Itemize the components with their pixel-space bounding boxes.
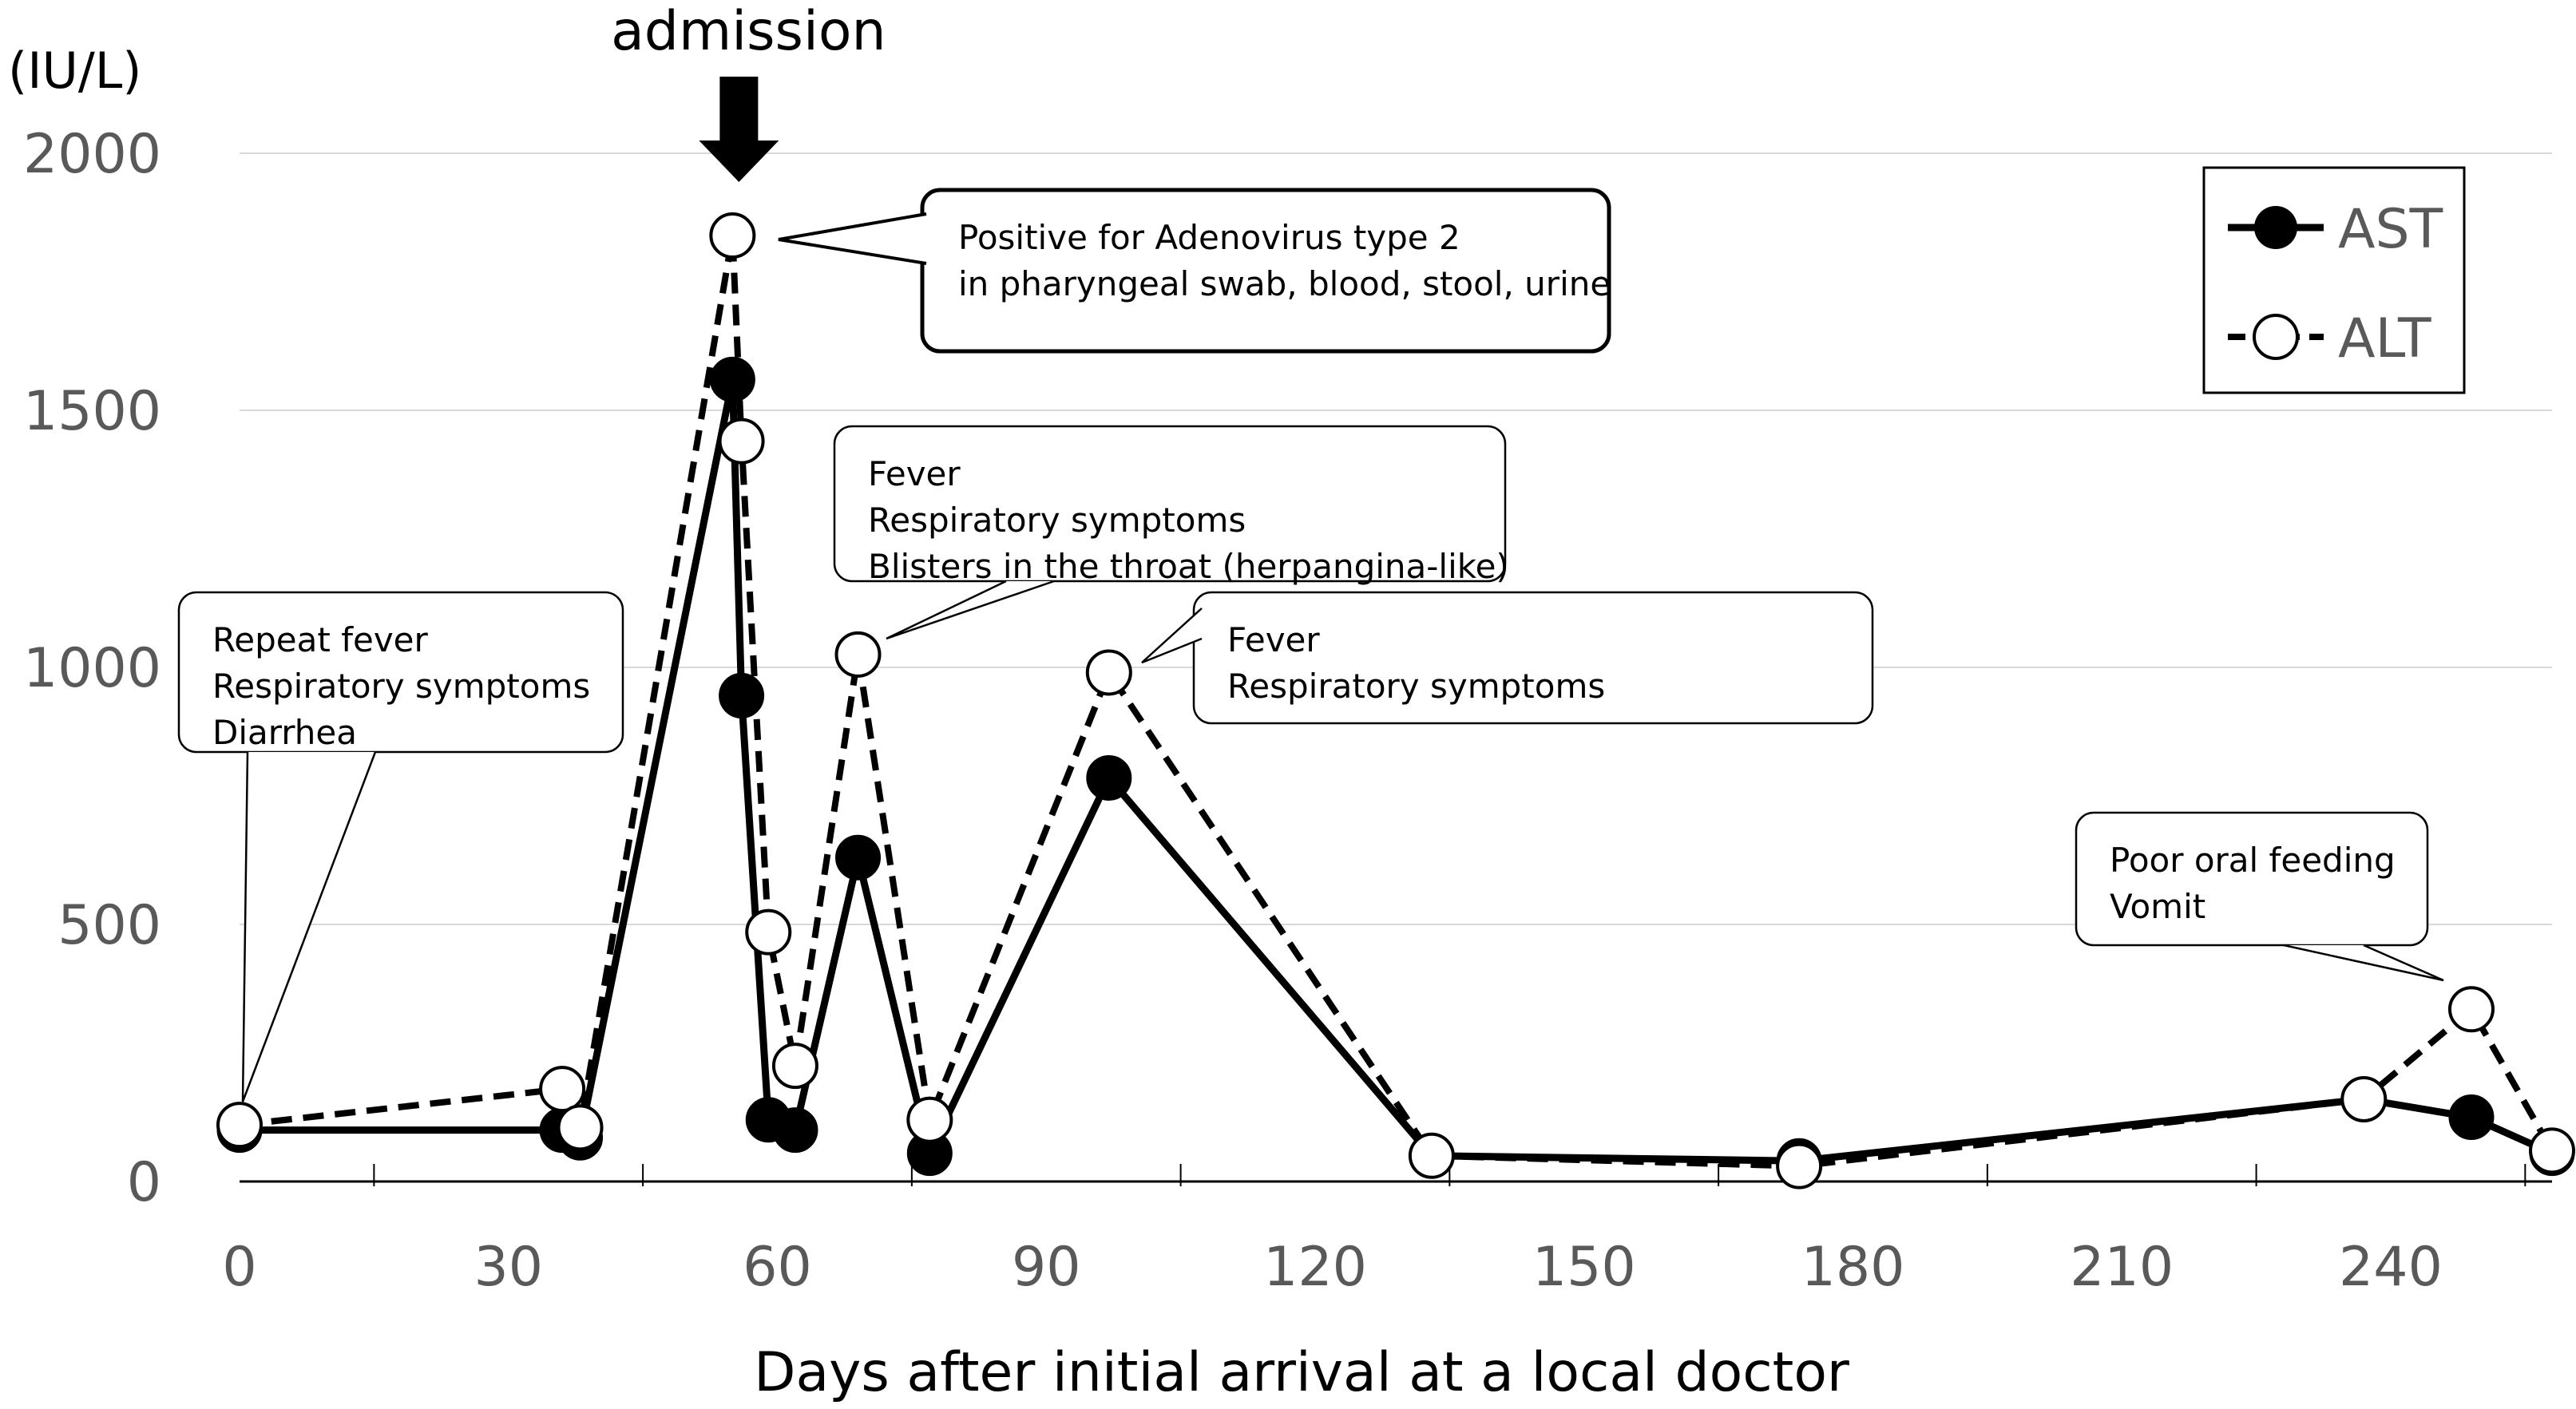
callout-text-line: Respiratory symptoms [868, 501, 1246, 540]
alt-point [2340, 1075, 2388, 1122]
callout-pointer [1141, 608, 1203, 664]
legend-ast-marker [2254, 206, 2297, 249]
x-tick-label: 120 [1263, 1236, 1367, 1299]
callout-pointer [241, 751, 377, 1102]
y-tick-label: 2000 [23, 123, 161, 186]
alt-point [216, 1102, 263, 1149]
legend-ast-label: AST [2338, 198, 2443, 261]
callout-pointer [778, 212, 927, 265]
x-tick-label: 210 [2070, 1236, 2174, 1299]
callout-pointer [2283, 944, 2444, 982]
y-axis-unit: (IU/L) [8, 42, 141, 100]
callout-text-line: Vomit [2110, 887, 2205, 926]
x-tick-label: 150 [1532, 1236, 1636, 1299]
callout-text-line: Poor oral feeding [2110, 841, 2396, 880]
callout-box [177, 591, 624, 754]
callout-text-line: Positive for Adenovirus type 2 [958, 218, 1460, 257]
y-tick-label: 0 [127, 1151, 161, 1214]
alt-point [771, 1043, 818, 1090]
alt-point [718, 418, 765, 465]
callout-text-line: Fever [1227, 620, 1320, 659]
callout-text-line: Respiratory symptoms [1227, 667, 1605, 706]
alt-point [539, 1066, 586, 1113]
legend-box [2202, 166, 2466, 394]
admission-arrow [699, 77, 779, 182]
callout-box [1192, 591, 1874, 725]
alt-point [557, 1104, 604, 1151]
alt-point [709, 212, 756, 259]
x-tick-label: 90 [1012, 1236, 1081, 1299]
x-tick-label: 180 [1801, 1236, 1905, 1299]
x-tick-label: 0 [222, 1236, 256, 1299]
alt-point [834, 631, 882, 678]
callout-pointer [886, 580, 1055, 640]
callout-text-line: in pharyngeal swab, blood, stool, urine [958, 264, 1611, 303]
legend-alt-label: ALT [2338, 307, 2431, 370]
annotation-callout: Positive for Adenovirus type 2 in pharyng… [778, 188, 1611, 354]
admission-label: admission [611, 0, 886, 63]
ast-point [1086, 754, 1132, 801]
ast-point [772, 1107, 818, 1154]
y-tick-label: 500 [57, 894, 161, 957]
alt-point [1085, 649, 1132, 696]
alt-point [2529, 1127, 2575, 1174]
callout-box [2075, 811, 2429, 947]
alt-point [1408, 1132, 1455, 1179]
callout-text-line: Blisters in the throat (herpangina-like) [868, 547, 1509, 586]
x-tick-label: 60 [743, 1236, 812, 1299]
y-tick-label: 1500 [23, 380, 161, 443]
callout-box [920, 188, 1611, 354]
alt-point [906, 1096, 953, 1143]
ast-point [709, 356, 755, 402]
legend-alt-marker [2253, 314, 2299, 360]
ast-point [2448, 1094, 2495, 1140]
alt-point [745, 908, 792, 956]
callout-box [833, 425, 1507, 583]
x-axis-label: Days after initial arrival at a local do… [754, 1341, 1849, 1404]
callout-text-line: Respiratory symptoms [212, 667, 590, 706]
callout-text-line: Repeat fever [212, 620, 429, 659]
ast-point [835, 834, 882, 881]
alt-point [2447, 986, 2495, 1033]
y-tick-label: 1000 [23, 637, 161, 700]
callout-text-line: Fever [868, 454, 961, 493]
alt-series-line [239, 235, 2555, 1170]
ast-point [719, 672, 765, 718]
x-tick-label: 240 [2339, 1236, 2443, 1299]
alt-point [1776, 1142, 1823, 1189]
x-tick-label: 30 [474, 1236, 543, 1299]
callout-text-line: Diarrhea [212, 713, 357, 752]
